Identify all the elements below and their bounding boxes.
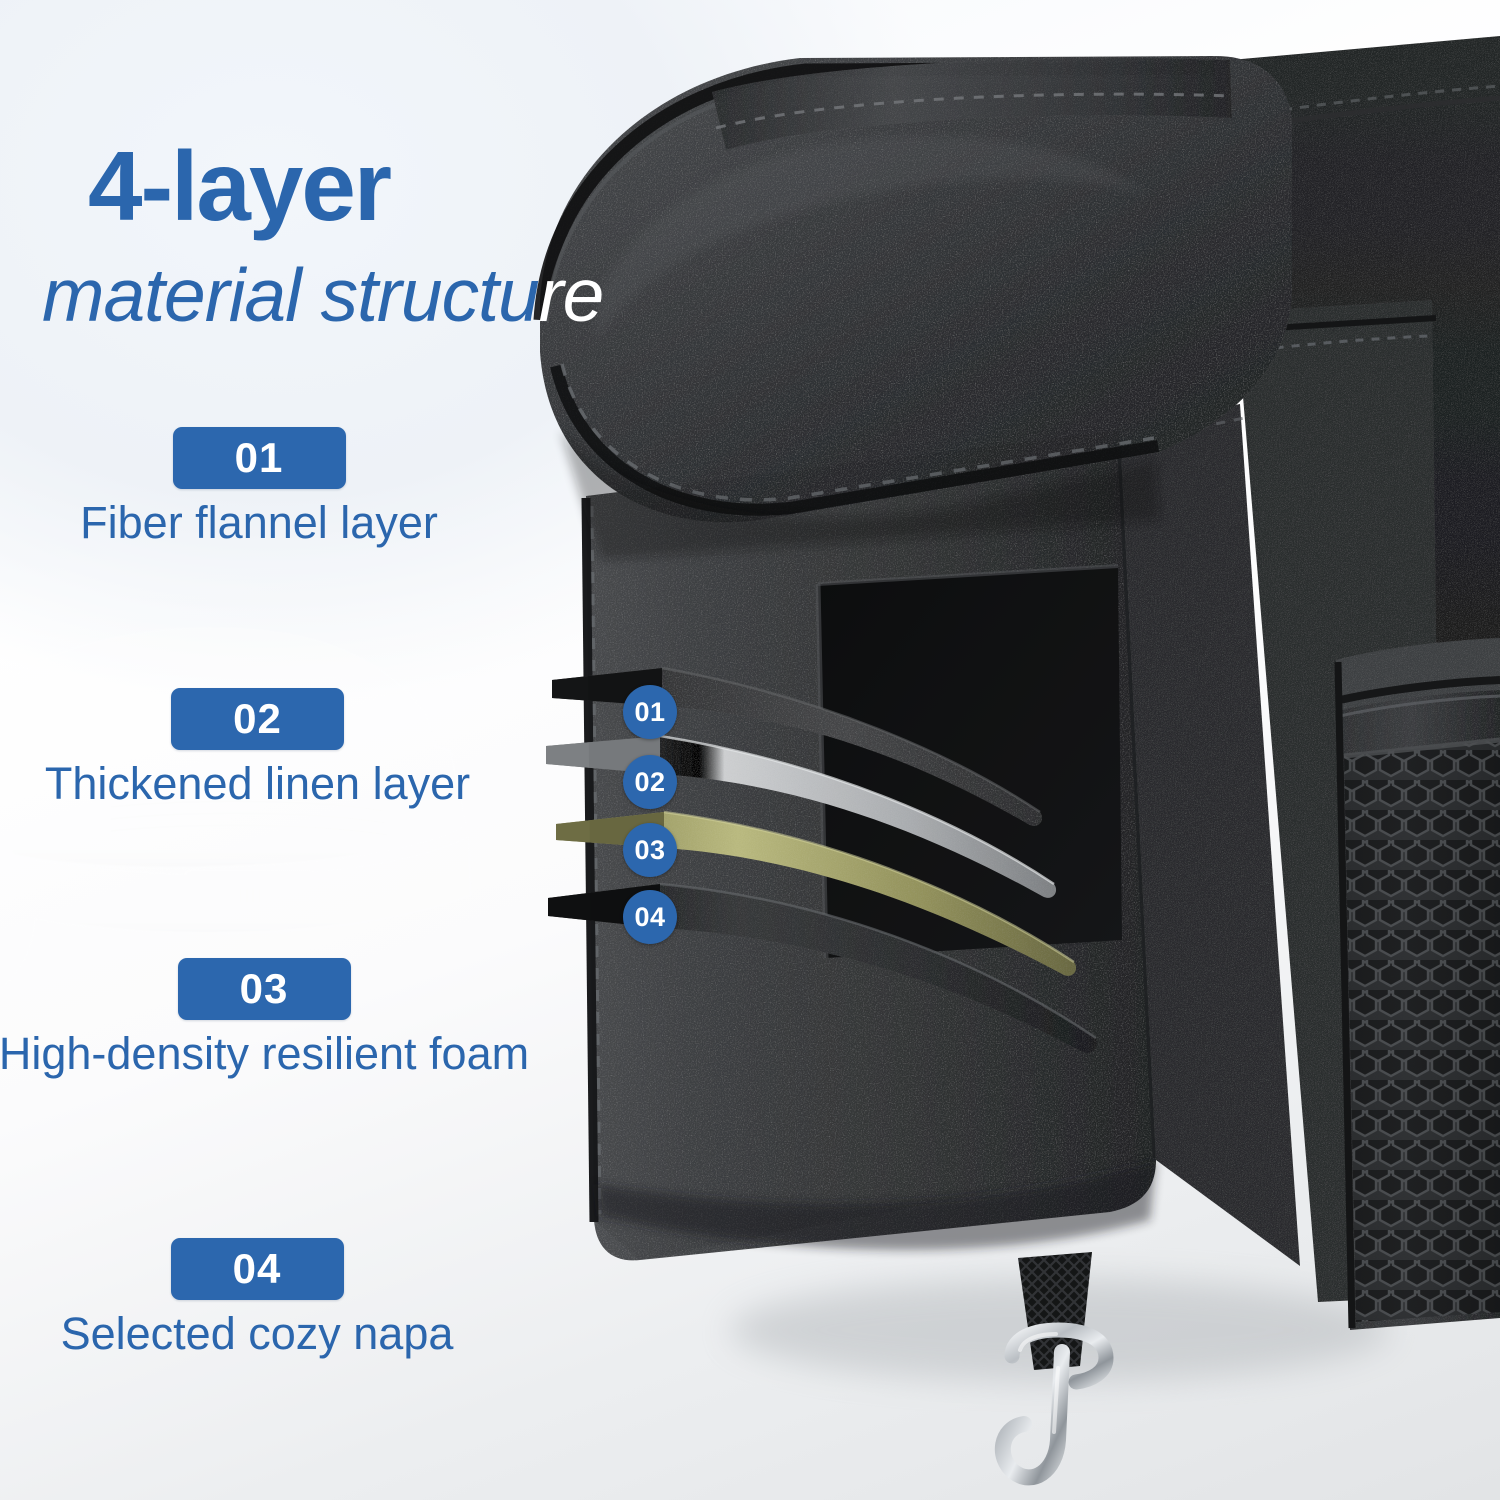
layer-badge-01: 01 bbox=[172, 427, 346, 489]
layer-item-01: 01 Fiber flannel layer bbox=[0, 427, 518, 548]
layer-badge-02: 02 bbox=[171, 688, 344, 750]
page-title: 4-layer bbox=[88, 131, 392, 241]
page-subtitle: material structure bbox=[42, 258, 604, 333]
svg-text:IIII: IIII bbox=[238, 883, 262, 908]
callout-marker-03: 03 bbox=[623, 823, 677, 877]
layer-badge-03: 03 bbox=[177, 958, 351, 1020]
layer-item-04: 04 Selected cozy napa bbox=[0, 1238, 522, 1359]
callout-marker-02: 02 bbox=[623, 755, 677, 809]
layer-item-02: 02 Thickened linen layer bbox=[0, 688, 530, 809]
layer-label-04: Selected cozy napa bbox=[60, 1308, 454, 1359]
subtitle-overlap-part: re bbox=[538, 253, 605, 337]
layer-label-01: Fiber flannel layer bbox=[80, 497, 438, 548]
layer-label-03: High-density resilient foam bbox=[0, 1028, 530, 1079]
callout-marker-04: 04 bbox=[623, 890, 677, 944]
layer-badge-04: 04 bbox=[170, 1238, 344, 1300]
layer-label-02: Thickened linen layer bbox=[44, 758, 471, 809]
layer-item-03: 03 High-density resilient foam bbox=[0, 958, 550, 1079]
subtitle-blue-part: material structu bbox=[42, 253, 540, 337]
callout-marker-01: 01 bbox=[623, 685, 677, 739]
